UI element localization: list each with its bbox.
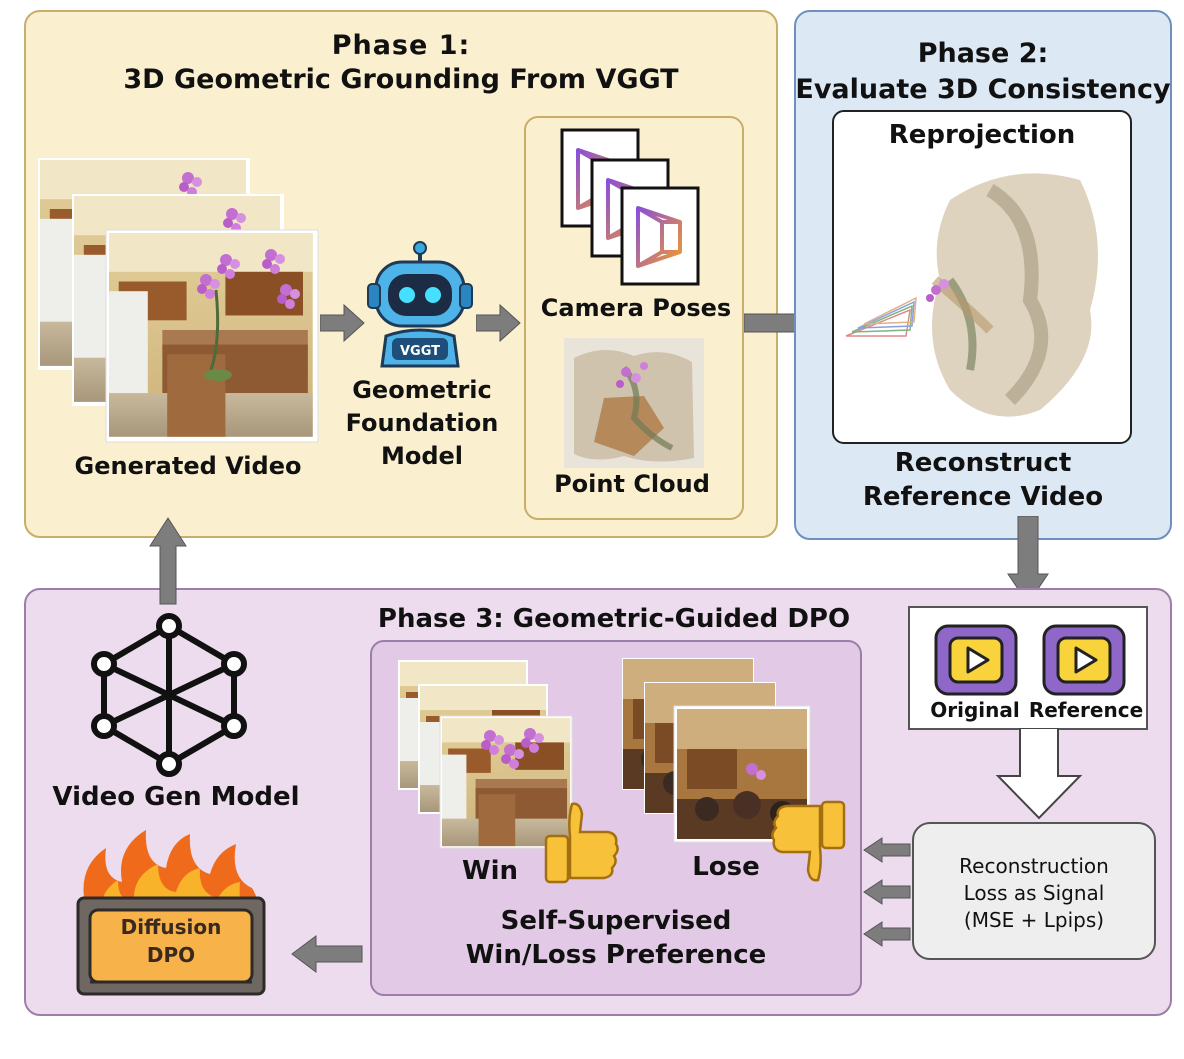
phase2-title-line2: Evaluate 3D Consistency bbox=[795, 74, 1171, 105]
arrow-video-to-vggt bbox=[320, 303, 366, 343]
arrow-to-signal bbox=[994, 728, 1084, 820]
original-play-icon bbox=[934, 624, 1018, 696]
win-label: Win bbox=[461, 856, 519, 886]
original-label: Original bbox=[930, 698, 1020, 722]
dpo-line2: DPO bbox=[147, 943, 195, 967]
signal-arrows bbox=[862, 836, 912, 948]
signal-line2: Loss as Signal bbox=[963, 881, 1105, 905]
dpo-line1: Diffusion bbox=[121, 915, 222, 939]
point-cloud-label: Point Cloud bbox=[554, 470, 710, 498]
generated-video-label: Generated Video bbox=[74, 452, 302, 480]
model-label-line1: Geometric bbox=[352, 376, 492, 404]
reference-play-icon bbox=[1042, 624, 1126, 696]
phase3-title: Phase 3: Geometric-Guided DPO bbox=[377, 604, 851, 634]
diffusion-dpo-fire-icon: Diffusion DPO bbox=[66, 828, 276, 1000]
reprojection-label: Reprojection bbox=[888, 120, 1076, 150]
lose-label: Lose bbox=[692, 852, 760, 882]
vggt-robot-icon: VGGT bbox=[362, 240, 478, 370]
phase1-title-line2: 3D Geometric Grounding From VGGT bbox=[123, 64, 679, 95]
reconstruction-loss-box bbox=[912, 822, 1156, 960]
reconstruct-label-line2: Reference Video bbox=[862, 482, 1104, 512]
video-gen-model-label: Video Gen Model bbox=[52, 782, 300, 812]
preference-line1: Self-Supervised bbox=[500, 906, 732, 936]
win-video-stack bbox=[398, 660, 578, 850]
camera-poses-icon bbox=[560, 128, 700, 288]
preference-line2: Win/Loss Preference bbox=[465, 940, 767, 970]
camera-poses-label: Camera Poses bbox=[540, 294, 732, 322]
signal-line3: (MSE + Lpips) bbox=[963, 908, 1105, 932]
thumbs-down-icon bbox=[768, 796, 848, 884]
reference-label: Reference bbox=[1028, 698, 1144, 722]
phase2-title-line1: Phase 2: bbox=[917, 38, 1049, 69]
arrow-model-to-phase1 bbox=[148, 516, 188, 606]
vggt-badge: VGGT bbox=[400, 344, 440, 359]
generated-video-stack bbox=[38, 158, 328, 448]
signal-line1: Reconstruction bbox=[959, 854, 1109, 878]
model-label-line2: Foundation bbox=[345, 409, 499, 437]
thumbs-up-icon bbox=[542, 800, 622, 886]
neural-network-icon bbox=[84, 612, 254, 782]
arrow-to-dpo bbox=[290, 934, 364, 974]
arrow-vggt-to-outputs bbox=[476, 303, 522, 343]
reconstruct-label-line1: Reconstruct bbox=[894, 448, 1072, 478]
model-label-line3: Model bbox=[380, 442, 464, 470]
phase1-title-line1: Phase 1: bbox=[331, 30, 471, 61]
reprojection-render bbox=[840, 160, 1124, 438]
point-cloud-image bbox=[564, 338, 704, 468]
